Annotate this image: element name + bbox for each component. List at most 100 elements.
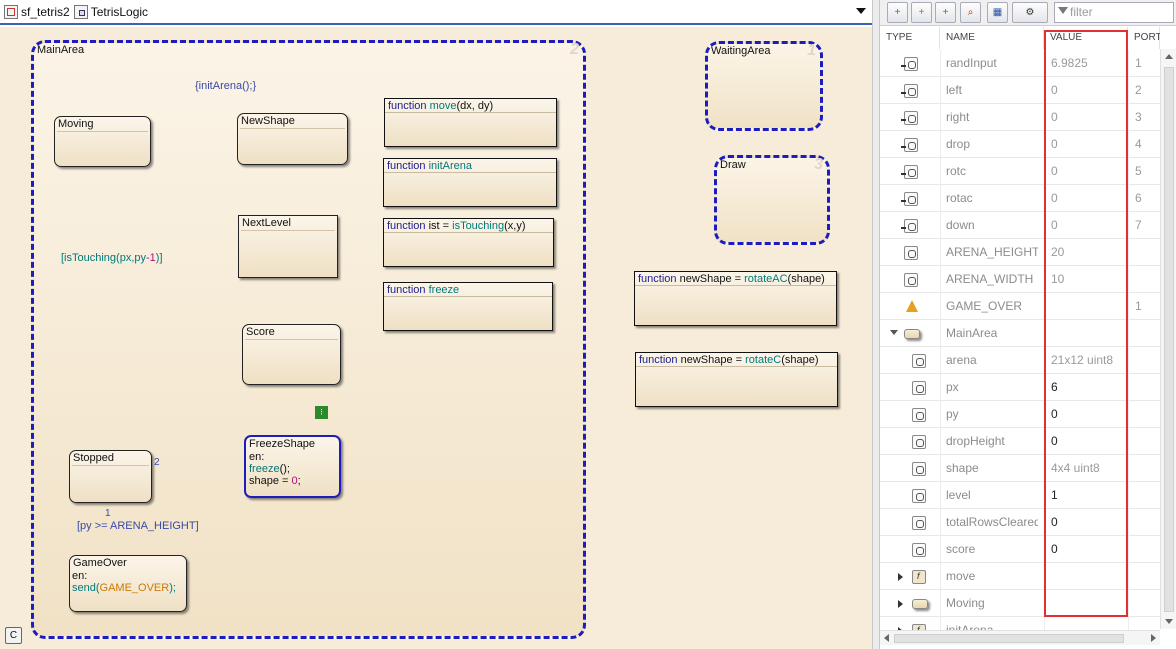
stateflow-canvas[interactable]: MainArea 2 WaitingArea 1 Draw 3 Moving N… — [0, 27, 872, 649]
function-freeze[interactable]: function freeze — [383, 282, 553, 331]
symbol-value[interactable]: 0 — [1051, 218, 1058, 232]
symbol-value[interactable]: 10 — [1051, 272, 1065, 286]
state-nextlevel[interactable]: NextLevel — [238, 215, 338, 278]
symbol-name[interactable]: Moving — [946, 596, 985, 610]
state-newshape[interactable]: NewShape — [237, 113, 348, 165]
symbol-name[interactable]: level — [946, 488, 971, 502]
symbol-value[interactable] — [1051, 617, 1131, 630]
symbol-name[interactable]: rotac — [946, 191, 973, 205]
collapse-icon[interactable] — [890, 330, 898, 335]
symbol-name[interactable]: px — [946, 380, 959, 394]
table-row[interactable]: Moving — [880, 590, 1160, 617]
column-header-port[interactable]: PORT — [1128, 27, 1160, 49]
symbol-name[interactable]: dropHeight — [946, 434, 1005, 448]
table-row[interactable]: level 1 — [880, 482, 1160, 509]
scroll-down-icon[interactable] — [1165, 619, 1173, 624]
transition-label-istouching[interactable]: [isTouching(px,py-1)] — [61, 252, 163, 264]
symbol-name[interactable]: down — [946, 218, 975, 232]
symbol-name[interactable]: randInput — [946, 56, 997, 70]
function-rotatec[interactable]: function newShape = rotateC(shape) — [635, 352, 838, 407]
symbol-value[interactable]: 4x4 uint8 — [1051, 461, 1100, 475]
scroll-right-icon[interactable] — [1151, 634, 1156, 642]
symbol-name[interactable]: initArena — [946, 623, 994, 630]
symbol-value[interactable]: 6 — [1051, 380, 1058, 394]
state-stopped[interactable]: Stopped — [69, 450, 152, 503]
symbol-value[interactable]: 0 — [1051, 164, 1058, 178]
add-message-button[interactable]: + — [935, 2, 956, 23]
filter-input[interactable]: filter — [1054, 2, 1174, 23]
settings-button[interactable]: ⚙ — [1012, 2, 1048, 23]
add-data-button[interactable]: + — [887, 2, 908, 23]
breadcrumb-item-chart[interactable]: TetrisLogic — [70, 0, 148, 24]
superstate-draw[interactable]: Draw 3 — [714, 155, 830, 245]
symbol-value[interactable]: 6.9825 — [1051, 56, 1088, 70]
expand-icon[interactable] — [898, 627, 903, 630]
function-istouching[interactable]: function ist = isTouching(x,y) — [383, 218, 554, 267]
symbol-value[interactable] — [1051, 320, 1131, 347]
panel-splitter[interactable] — [872, 0, 880, 649]
symbol-name[interactable]: ARENA_HEIGHT — [946, 245, 1038, 259]
expand-icon[interactable] — [898, 600, 903, 608]
chevron-down-icon[interactable] — [856, 8, 866, 14]
symbol-value[interactable]: 0 — [1051, 191, 1058, 205]
symbol-value[interactable] — [1051, 563, 1131, 590]
symbol-name[interactable]: rotc — [946, 164, 967, 178]
symbol-value[interactable]: 0 — [1051, 515, 1058, 529]
symbol-name[interactable]: ARENA_WIDTH — [946, 272, 1034, 286]
breadcrumb-item-model[interactable]: sf_tetris2 — [0, 0, 70, 24]
table-row[interactable]: ARENA_HEIGHT 20 — [880, 239, 1160, 266]
find-button[interactable]: ⌕ — [960, 2, 981, 23]
symbol-value[interactable]: 0 — [1051, 434, 1058, 448]
symbol-value[interactable]: 0 — [1051, 542, 1058, 556]
scroll-left-icon[interactable] — [884, 634, 889, 642]
state-moving[interactable]: Moving — [54, 116, 151, 167]
vertical-scrollbar[interactable] — [1160, 49, 1176, 629]
superstate-waitingarea[interactable]: WaitingArea 1 — [705, 41, 823, 131]
scroll-thumb[interactable] — [1164, 67, 1174, 612]
add-event-button[interactable]: + — [911, 2, 932, 23]
symbol-value[interactable]: 20 — [1051, 245, 1065, 259]
symbol-value[interactable]: 1 — [1051, 488, 1058, 502]
table-row[interactable]: move — [880, 563, 1160, 590]
symbol-name[interactable]: totalRowsCleared — [946, 515, 1038, 529]
state-freezeshape[interactable]: FreezeShape en: freeze(); shape = 0; — [244, 435, 341, 498]
symbol-value[interactable]: 0 — [1051, 110, 1058, 124]
symbol-name[interactable]: drop — [946, 137, 971, 151]
table-row[interactable]: totalRowsCleared 0 — [880, 509, 1160, 536]
state-score[interactable]: Score — [242, 324, 341, 385]
symbol-value[interactable]: 0 — [1051, 137, 1058, 151]
symbol-name[interactable]: move — [946, 569, 976, 583]
symbol-name[interactable]: score — [946, 542, 976, 556]
scroll-thumb[interactable] — [894, 634, 1124, 643]
function-initarena[interactable]: function initArena — [383, 158, 557, 207]
symbol-name[interactable]: py — [946, 407, 959, 421]
column-header-name[interactable]: NAME — [940, 27, 1044, 49]
function-move[interactable]: function move(dx, dy) — [384, 98, 557, 147]
chart-status-icon[interactable]: C — [5, 627, 22, 644]
function-rotateac[interactable]: function newShape = rotateAC(shape) — [634, 271, 837, 326]
symbol-value[interactable] — [1051, 293, 1131, 320]
table-row[interactable]: MainArea — [880, 320, 1160, 347]
column-header-type[interactable]: TYPE — [880, 27, 940, 49]
breakpoint-badge-icon[interactable]: ⁝ — [315, 406, 328, 419]
table-row[interactable]: px 6 — [880, 374, 1160, 401]
transition-label-arena-height[interactable]: [py >= ARENA_HEIGHT] — [77, 520, 199, 532]
hierarchy-button[interactable]: ▦ — [987, 2, 1008, 23]
horizontal-scrollbar[interactable] — [880, 630, 1160, 645]
symbol-name[interactable]: left — [946, 83, 963, 97]
symbol-value[interactable]: 21x12 uint8 — [1051, 353, 1114, 367]
state-gameover[interactable]: GameOver en: send(GAME_OVER); — [69, 555, 187, 612]
table-row[interactable]: ARENA_WIDTH 10 — [880, 266, 1160, 293]
expand-icon[interactable] — [898, 573, 903, 581]
table-row[interactable]: dropHeight 0 — [880, 428, 1160, 455]
